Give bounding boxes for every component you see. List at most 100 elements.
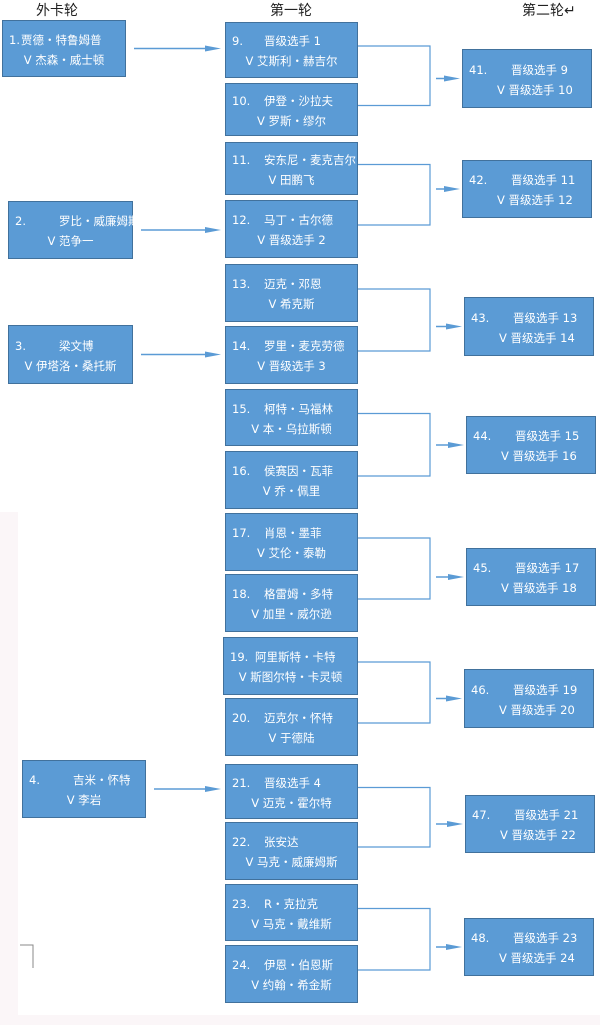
player-1: 晋级选手 17 (515, 561, 580, 575)
round1-match-14: 14. 罗里・麦克劳德 V 晋级选手 3 (225, 326, 358, 384)
player-2: V 本・乌拉斯顿 (251, 421, 332, 436)
match-number: 46. (471, 682, 490, 697)
player-1: 晋级选手 21 (514, 808, 579, 822)
match-number: 14. (232, 339, 251, 353)
player-2: V 于德陆 (268, 731, 315, 745)
player-1: 梁文博 (59, 338, 94, 353)
player-1: 阿里斯特・卡特 (255, 650, 336, 664)
wildcard-arrow-1-arrowhead-icon (205, 45, 221, 52)
player-2: V 伊塔洛・桑托斯 (24, 358, 117, 373)
player-2: V 晋级选手 12 (497, 193, 573, 207)
match-number: 41. (469, 62, 488, 77)
player-2: V 杰森・威士顿 (23, 52, 105, 67)
player-1: 伊恩・伯恩斯 (264, 958, 333, 972)
background-strip (0, 512, 18, 1025)
player-2: V 希克斯 (268, 297, 315, 311)
player-1: 吉米・怀特 (73, 773, 131, 787)
player-2: V 晋级选手 18 (501, 581, 577, 595)
round1-match-24: 24. 伊恩・伯恩斯 V 约翰・希金斯 (225, 945, 358, 1003)
player-1: 贾德・特鲁姆普 (21, 32, 102, 47)
match-number: 3. (15, 338, 26, 353)
header-round-1: 第一轮 (270, 3, 312, 19)
match-number: 18. (232, 587, 251, 601)
match-number: 20. (232, 711, 251, 725)
player-1: 伊登・沙拉夫 (264, 93, 333, 108)
player-1: 迈克尔・怀特 (264, 711, 333, 725)
player-1: 晋级选手 23 (513, 931, 578, 945)
player-2: V 乔・佩里 (262, 484, 321, 498)
player-2: V 范争一 (47, 234, 94, 248)
header-round-2: 第二轮↵ (522, 3, 576, 19)
match-number: 47. (472, 808, 491, 822)
player-1: R・克拉克 (264, 896, 318, 911)
player-1: 安东尼・麦克吉尔 (264, 152, 356, 167)
player-1: 晋级选手 13 (513, 310, 578, 325)
player-2: V 晋级选手 10 (497, 82, 573, 97)
player-2: V 马克・威廉姆斯 (245, 855, 338, 869)
player-2: V 晋级选手 24 (499, 951, 575, 965)
round2-arrow-8-arrowhead-icon (446, 944, 462, 950)
round2-arrow-6-arrowhead-icon (446, 695, 462, 702)
player-1: 晋级选手 19 (513, 682, 578, 697)
match-number: 9. (232, 34, 243, 48)
player-2: V 晋级选手 3 (257, 359, 326, 373)
player-1: 晋级选手 1 (264, 34, 321, 48)
player-2: V 艾斯利・赫吉尔 (245, 54, 338, 68)
background-bottom (0, 1015, 600, 1025)
player-1: 柯特・马福林 (264, 401, 333, 416)
corner-mark (20, 944, 34, 968)
match-number: 19. (230, 650, 249, 664)
match-number: 21. (232, 775, 251, 790)
player-2: V 罗斯・缪尔 (256, 113, 327, 128)
pair-connector-5 (358, 537, 431, 600)
wildcard-match-3: 3. 梁文博 V 伊塔洛・桑托斯 (8, 325, 133, 384)
round2-arrow-1-arrowhead-icon (444, 75, 460, 82)
match-number: 13. (232, 277, 251, 291)
pair-connector-7 (358, 786, 431, 848)
pair-connector-6 (358, 661, 431, 724)
player-2: V 加里・威尔逊 (251, 607, 332, 621)
match-number: 24. (232, 958, 251, 972)
round2-arrow-4-arrowhead-icon (448, 442, 464, 448)
player-2: V 李岩 (66, 793, 102, 807)
player-2: V 晋级选手 16 (501, 449, 577, 463)
player-2: V 斯图尔特・卡灵顿 (238, 670, 343, 684)
player-2: V 晋级选手 14 (499, 330, 575, 345)
match-number: 2. (15, 214, 26, 228)
match-number: 23. (232, 896, 251, 911)
player-1: 罗里・麦克劳德 (264, 339, 345, 353)
player-1: 晋级选手 11 (511, 173, 576, 187)
pair-connector-1 (358, 45, 431, 107)
pair-connector-8 (358, 907, 431, 971)
pair-connector-4 (358, 412, 431, 477)
player-1: 晋级选手 4 (264, 775, 321, 790)
header-wildcard-round: 外卡轮 (36, 3, 78, 19)
match-number: 10. (232, 93, 251, 108)
round1-match-9: 9. 晋级选手 1 V 艾斯利・赫吉尔 (225, 22, 358, 78)
player-2: V 晋级选手 2 (257, 233, 326, 247)
round1-match-20: 20. 迈克尔・怀特 V 于德陆 (225, 698, 358, 756)
player-1: 张安达 (264, 835, 299, 849)
match-number: 16. (232, 464, 251, 478)
player-2: V 约翰・希金斯 (251, 978, 332, 992)
wildcard-arrow-3-arrowhead-icon (205, 351, 221, 358)
pair-connector-3 (358, 288, 431, 352)
match-number: 11. (232, 152, 251, 167)
